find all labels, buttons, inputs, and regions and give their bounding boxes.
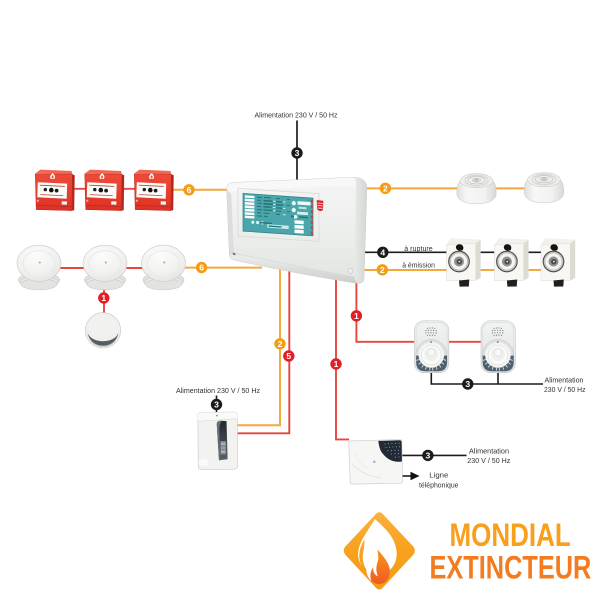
svg-text:2: 2	[278, 339, 283, 349]
svg-text:230 V / 50 Hz: 230 V / 50 Hz	[544, 385, 586, 394]
svg-text:1: 1	[101, 293, 106, 303]
svg-text:4: 4	[380, 247, 385, 257]
svg-text:à émission: à émission	[402, 261, 435, 270]
svg-text:Alimentation: Alimentation	[469, 446, 509, 455]
svg-text:EXTINCTEUR: EXTINCTEUR	[430, 551, 592, 587]
svg-text:2: 2	[380, 265, 385, 275]
svg-text:1: 1	[334, 359, 339, 369]
svg-text:Ligne: Ligne	[429, 470, 448, 479]
svg-text:téléphonique: téléphonique	[419, 480, 459, 489]
svg-text:1: 1	[354, 311, 359, 321]
svg-text:6: 6	[187, 185, 192, 195]
svg-text:3: 3	[465, 379, 470, 389]
svg-text:MONDIAL: MONDIAL	[450, 517, 571, 553]
svg-text:5: 5	[286, 351, 291, 361]
svg-text:à rupture: à rupture	[404, 244, 433, 253]
svg-text:3: 3	[214, 400, 219, 410]
svg-text:6: 6	[199, 263, 204, 273]
svg-text:2: 2	[383, 183, 388, 193]
svg-text:Alimentation: Alimentation	[545, 375, 584, 384]
svg-text:Alimentation 230 V / 50 Hz: Alimentation 230 V / 50 Hz	[255, 110, 338, 119]
svg-text:3: 3	[426, 451, 431, 461]
svg-text:230 V / 50 Hz: 230 V / 50 Hz	[467, 456, 510, 465]
svg-text:Alimentation 230 V / 50 Hz: Alimentation 230 V / 50 Hz	[176, 386, 260, 395]
svg-text:3: 3	[295, 148, 300, 158]
